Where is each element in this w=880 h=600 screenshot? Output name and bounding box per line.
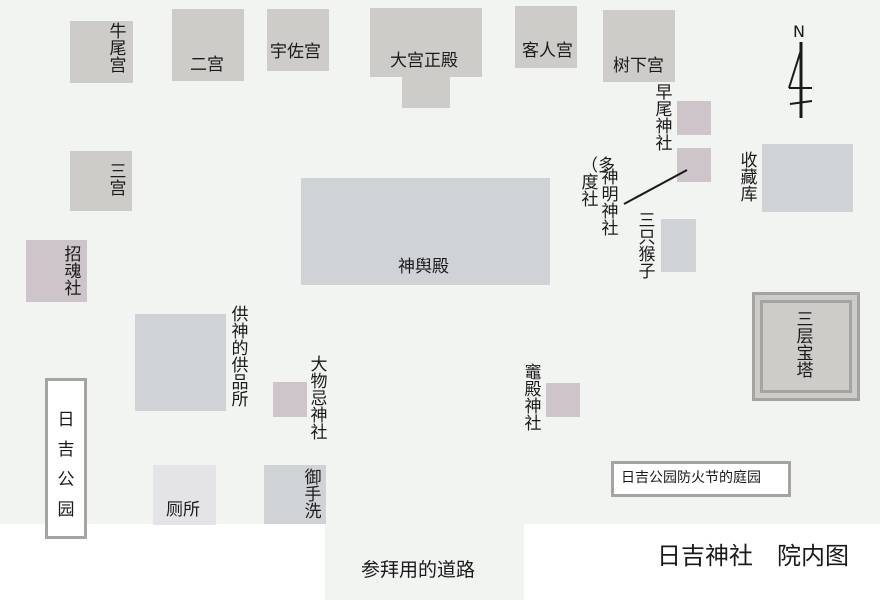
toilet [153,465,216,525]
shuzoko-label: 收藏库 [740,151,758,205]
sando-label: 参拜用的道路 [361,559,476,581]
shinmei-shrine [677,148,711,182]
shuzoko-storehouse [762,144,853,212]
ninomiya-shrine [172,9,244,81]
mitsuzaru [661,219,696,272]
shokonsha [26,240,87,302]
approach-path-area [325,520,524,600]
garden-label: 日吉公园防火节的庭园 [621,470,761,486]
gyubi-shrine-label: 牛尾宫 [109,22,127,76]
temizu-label: 御手洗 [304,468,322,522]
marodo-label: 客人宫 [522,41,573,61]
daimotsuimi-label: 大物忌神社 [310,355,328,443]
gyubi-shrine [70,21,133,83]
shinmei-label: 神明神社 [601,168,619,239]
kamadodono-label: 竈殿神社 [524,363,542,434]
kumotsusho-label: 供神的供品所 [231,305,249,410]
toilet-label: 厕所 [166,500,200,520]
tado-label: （多度社 [581,156,615,210]
shokonsha-label: 招魂社 [64,245,82,299]
sanjunoto-pagoda [752,292,860,401]
map-title: 日吉神社 院内图 [657,542,849,570]
kinoshita-label: 树下宫 [613,56,664,76]
daimotsuimi-shrine [273,382,307,417]
kumotsusho [135,314,226,411]
omiya-label: 大宫正殿 [390,51,458,71]
mikoshiden-hall [301,178,550,285]
sannomiya-label: 三宫 [109,162,127,199]
usa-label: 宇佐宫 [270,42,321,62]
mitsuzaru-label: 三只猴子 [638,211,656,282]
mikoshiden-label: 神舆殿 [398,257,449,277]
north-label: N [793,22,805,41]
omiya-main-hall [370,8,482,77]
sannomiya-shrine [70,151,132,211]
usa-shrine [267,9,329,71]
garden-sign [611,461,791,497]
park-marker [45,378,87,539]
kinoshita-shrine [603,10,675,82]
park-label: 日吉公园 [57,410,75,520]
north-arrow-icon: N [788,22,813,118]
kamadodono-shrine [546,383,580,417]
marodo-shrine [515,6,577,68]
ninomiya-label: 二宫 [190,55,224,75]
hayao-shrine [677,101,711,135]
sanjunoto-label: 三层宝塔 [796,310,814,381]
temizu-basin [264,465,326,524]
omiya-annex [402,77,450,108]
hayao-label: 早尾神社 [655,83,673,154]
